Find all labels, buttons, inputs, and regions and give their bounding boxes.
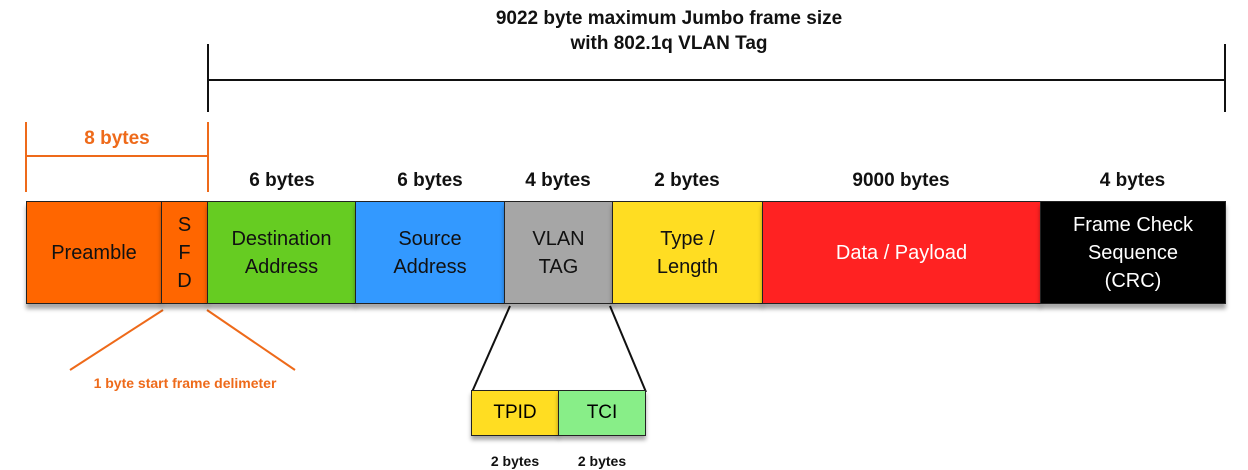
segment-frame-check-sequence: Frame Check Sequence (CRC) xyxy=(1040,201,1226,304)
segment-label: S F D xyxy=(177,213,192,292)
segment-label: Data / Payload xyxy=(835,241,968,264)
segment-sfd: S F D xyxy=(161,201,208,304)
segment-type-length: Type / Length xyxy=(612,201,763,304)
vlan-expand-right xyxy=(609,305,647,393)
segment-label: Destination Address xyxy=(231,227,332,278)
segment-label: Frame Check Sequence (CRC) xyxy=(1072,213,1194,292)
type-bytes-label: 2 bytes xyxy=(654,170,720,191)
vlan-subfield-tci: TCI xyxy=(558,390,646,436)
segment-label: Source Address xyxy=(393,227,467,278)
segment-source-address: Source Address xyxy=(355,201,505,304)
sfd-callout-right xyxy=(206,309,296,371)
sfd-callout-left xyxy=(69,309,164,371)
tci-bytes-label: 2 bytes xyxy=(577,453,627,469)
dest-bytes-label: 6 bytes xyxy=(249,170,315,191)
segment-vlan-tag: VLAN TAG xyxy=(504,201,613,304)
subfield-label: TPID xyxy=(493,402,537,423)
segment-preamble: Preamble xyxy=(26,201,162,304)
preamble-bytes-label: 8 bytes xyxy=(84,128,150,149)
diagram-title: 9022 byte maximum Jumbo frame size with … xyxy=(0,6,1248,56)
title-line-2: with 802.1q VLAN Tag xyxy=(570,33,768,54)
src-bytes-label: 6 bytes xyxy=(397,170,463,191)
segment-data-payload: Data / Payload xyxy=(762,201,1041,304)
sfd-note: 1 byte start frame delimeter xyxy=(93,375,277,391)
fcs-bytes-label: 4 bytes xyxy=(1099,170,1166,191)
segment-label: VLAN TAG xyxy=(532,227,585,278)
vlan-subfield-tpid: TPID xyxy=(471,390,559,436)
vlan-expand-left xyxy=(471,305,511,393)
data-bytes-label: 9000 bytes xyxy=(852,170,950,191)
segment-label: Preamble xyxy=(51,241,137,264)
tpid-bytes-label: 2 bytes xyxy=(490,453,540,469)
subfield-label: TCI xyxy=(586,402,618,423)
vlan-bytes-label: 4 bytes xyxy=(525,170,591,191)
segment-label: Type / Length xyxy=(656,227,719,278)
segment-destination-address: Destination Address xyxy=(207,201,356,304)
title-line-1: 9022 byte maximum Jumbo frame size xyxy=(495,8,843,29)
